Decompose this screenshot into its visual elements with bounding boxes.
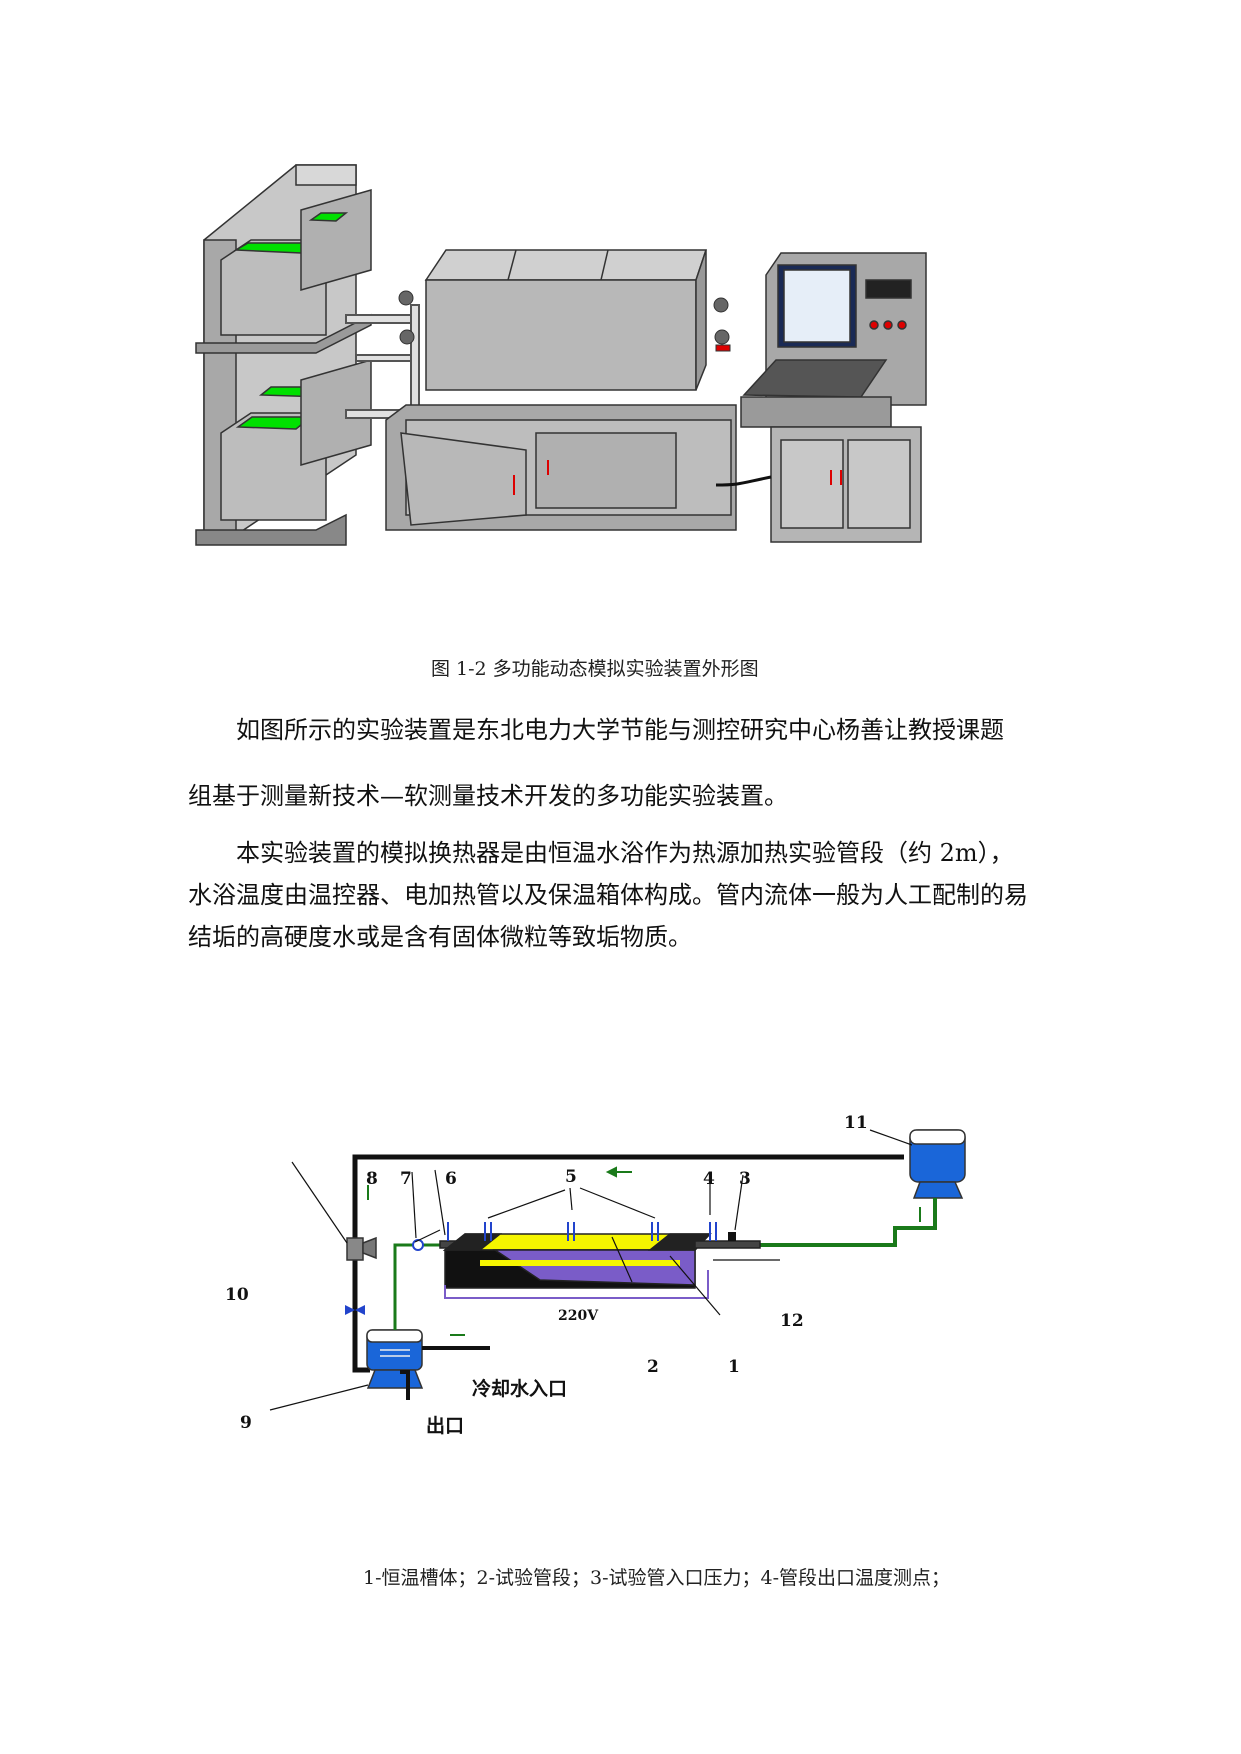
pressure-gauges (398, 290, 731, 352)
paragraph-2-line-2: 水浴温度由温控器、电加热管以及保温箱体构成。管内流体一般为人工配制的易 (188, 881, 1028, 909)
label-11: 11 (844, 1113, 868, 1133)
water-bath-cabinet (385, 249, 737, 531)
computer-console (740, 252, 927, 543)
paragraph-2-line-1: 本实验装置的模拟换热器是由恒温水浴作为热源加热实验管段（约 2m）， (236, 839, 1014, 867)
paragraph-2-line-3: 结垢的高硬度水或是含有固体微粒等致垢物质。 (188, 923, 692, 951)
tank-11 (909, 1129, 966, 1199)
tank-rack (195, 164, 372, 546)
apparatus-illustration (195, 164, 927, 546)
label-8: 8 (366, 1169, 378, 1189)
label-cooling-inlet: 冷却水入口 (472, 1377, 567, 1400)
schematic-diagram: 11 5 6 7 8 4 3 10 12 2 1 9 220V 冷却水入口 出口 (225, 1113, 966, 1437)
label-5: 5 (565, 1167, 577, 1187)
pressure-tap-3 (728, 1232, 736, 1241)
paragraph-1-line-2: 组基于测量新技术—软测量技术开发的多功能实验装置。 (188, 782, 788, 810)
label-3: 3 (739, 1169, 751, 1189)
paragraph-1: 如图所示的实验装置是东北电力大学节能与测控研究中心杨善让教授课题 组基于测量新技… (188, 708, 1048, 818)
flowmeter-8 (412, 1239, 424, 1251)
label-voltage: 220V (558, 1308, 599, 1324)
label-4: 4 (703, 1169, 715, 1189)
valve-10 (346, 1236, 377, 1261)
label-outlet: 出口 (426, 1414, 464, 1437)
figure1-caption: 图 1-2 多功能动态模拟实验装置外形图 (431, 658, 759, 680)
paragraph-1-line-1: 如图所示的实验装置是东北电力大学节能与测控研究中心杨善让教授课题 (236, 716, 1004, 744)
label-6: 6 (445, 1169, 457, 1189)
feed-pipe (352, 1260, 370, 1373)
paragraph-2: 本实验装置的模拟换热器是由恒温水浴作为热源加热实验管段（约 2m）， 水浴温度由… (188, 832, 1048, 958)
flow-arrow-top (605, 1166, 632, 1178)
cooling-outlet-pipe (400, 1370, 410, 1400)
leader-lines (269, 1129, 913, 1411)
return-pipe (352, 1154, 904, 1260)
label-7: 7 (400, 1169, 412, 1189)
return-pipe-green (393, 1243, 440, 1330)
label-1: 1 (728, 1357, 740, 1377)
temperature-probes (447, 1222, 717, 1241)
test-section (439, 1233, 761, 1289)
figure2-legend: 1-恒温槽体；2-试验管段；3-试验管入口压力；4-管段出口温度测点； (363, 1567, 951, 1589)
valve-small (345, 1305, 365, 1315)
supply-pipe-green (760, 1198, 937, 1247)
label-10: 10 (225, 1285, 249, 1305)
label-12: 12 (780, 1311, 804, 1331)
signal-cable (715, 475, 772, 487)
label-2: 2 (647, 1357, 659, 1377)
heater-loop (444, 1270, 709, 1299)
label-9: 9 (240, 1413, 252, 1433)
tank-9 (366, 1329, 424, 1389)
